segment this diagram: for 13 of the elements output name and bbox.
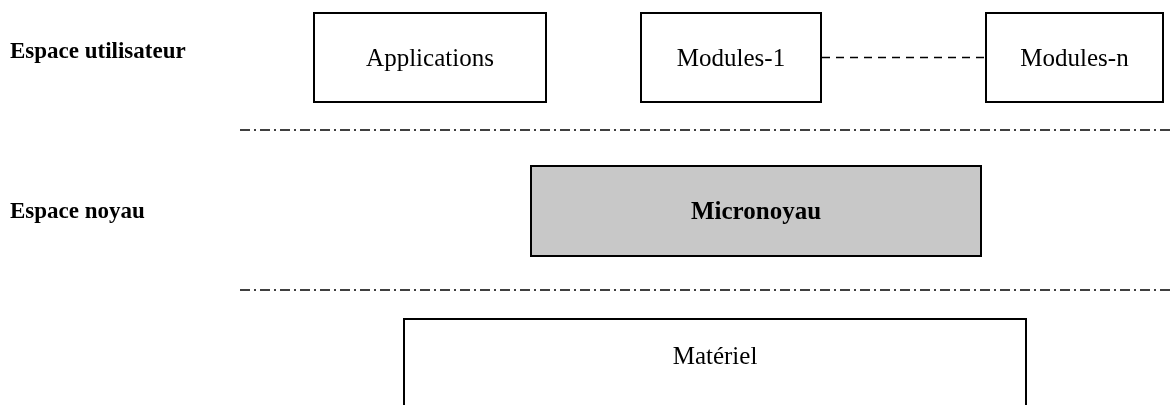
module-box (985, 12, 1164, 103)
node-label: Modules-n (1020, 43, 1129, 72)
kernel-box (530, 165, 982, 257)
node-label: Applications (366, 43, 494, 72)
node-label: Micronoyau (690, 197, 822, 225)
module-box (640, 12, 822, 103)
hardware-box (403, 318, 1027, 405)
module-box (313, 12, 547, 103)
node-label: Matériel (672, 342, 758, 370)
node-label: Modules-1 (676, 43, 786, 72)
layer-label: Espace utilisateur (10, 38, 186, 64)
dashed-connector (821, 56, 986, 59)
layer-label: Espace noyau (10, 198, 145, 224)
